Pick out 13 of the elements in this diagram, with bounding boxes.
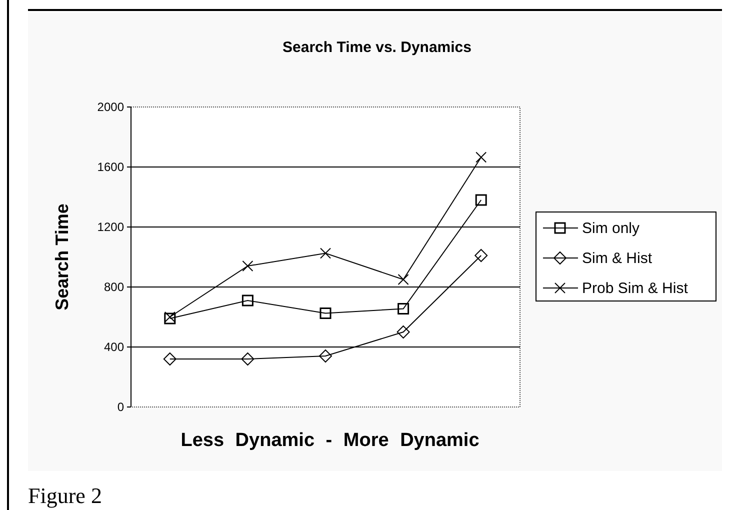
axis-title: Search Time bbox=[52, 204, 72, 310]
legend-label: Sim & Hist bbox=[582, 250, 652, 267]
tick-label: 0 bbox=[117, 400, 124, 414]
tick-label: 800 bbox=[104, 280, 124, 294]
tick-label: 400 bbox=[104, 340, 124, 354]
tick-label: 1600 bbox=[97, 160, 124, 174]
legend-label: Prob Sim & Hist bbox=[582, 280, 688, 297]
axis-title: Less Dynamic - More Dynamic bbox=[180, 430, 480, 451]
figure-caption: Figure 2 bbox=[28, 483, 102, 509]
tick-label: 1200 bbox=[97, 220, 124, 234]
legend-label: Sim only bbox=[582, 220, 640, 237]
chart-title: Search Time vs. Dynamics bbox=[282, 39, 472, 56]
tick-label: 2000 bbox=[97, 100, 124, 114]
